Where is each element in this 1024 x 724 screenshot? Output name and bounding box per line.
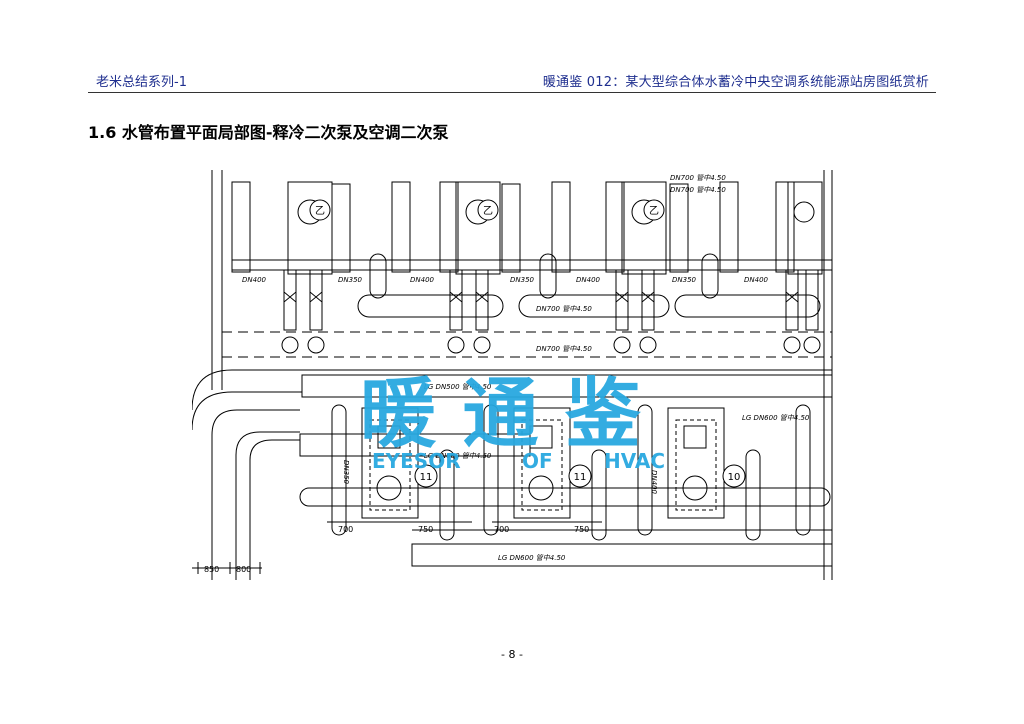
watermark-en1: EYESOR [372, 449, 461, 473]
dim-3: 700 [494, 525, 509, 534]
equipment-group-2 [439, 181, 571, 275]
label-dn350-c: DN350 [672, 276, 697, 284]
label-lg600-up: LG DN600 管中4.50 [424, 452, 492, 460]
watermark-en3: HVAC [604, 449, 665, 473]
header-rule [88, 92, 936, 93]
label-dn700-top2: DN700 管中4.50 [670, 186, 726, 194]
page-number: - 8 - [501, 648, 523, 661]
watermark-en2: OF [522, 449, 553, 473]
dim-2: 750 [418, 525, 433, 534]
label-v-dn400: DN400 [650, 470, 658, 495]
piping-plan-drawing: 乙 乙 乙 11 11 10 DN400 DN350 DN400 DN350 D… [192, 170, 834, 580]
dim-6: 800 [236, 565, 251, 574]
dim-1: 700 [338, 525, 353, 534]
label-dn400-c: DN400 [576, 276, 601, 284]
pump-bay-1 [361, 407, 419, 519]
pump-bay-3 [667, 407, 725, 519]
label-dn700-mid2: DN700 管中4.50 [536, 345, 592, 353]
pump-tag-1: 11 [420, 472, 433, 483]
header-left: 老米总结系列-1 [96, 75, 187, 90]
label-v-dn350: DN350 [342, 460, 350, 485]
label-dn700-mid1: DN700 管中4.50 [536, 305, 592, 313]
label-dn400-b: DN400 [410, 276, 435, 284]
label-lg600-bottom: LG DN600 管中4.50 [498, 554, 566, 562]
watermark: 暖 通 鉴 EYESOR OF HVAC [360, 369, 665, 473]
label-dn350-a: DN350 [338, 276, 363, 284]
header-right: 暖通鉴 012：某大型综合体水蓄冷中央空调系统能源站房图纸赏析 [542, 75, 929, 90]
pump-tag-3: 10 [728, 472, 741, 483]
label-dn400-d: DN400 [744, 276, 769, 284]
unit-tag-3: 乙 [649, 205, 659, 217]
pump-bay-2 [513, 407, 571, 519]
section-title: 1.6 水管布置平面局部图-释冷二次泵及空调二次泵 [88, 123, 449, 142]
label-dn350-b: DN350 [510, 276, 535, 284]
dim-4: 750 [574, 525, 589, 534]
unit-tag-2: 乙 [483, 205, 493, 217]
pump-tag-2: 11 [574, 472, 587, 483]
equipment-group-3 [605, 181, 739, 275]
dim-5: 850 [204, 565, 219, 574]
unit-tag-1: 乙 [315, 205, 325, 217]
watermark-cn: 暖 通 鉴 [360, 369, 642, 458]
label-dn400-a: DN400 [242, 276, 267, 284]
label-dn700-top1: DN700 管中4.50 [670, 174, 726, 182]
label-lg600-right: LG DN600 管中4.50 [742, 414, 810, 422]
equipment-group-4 [775, 181, 823, 275]
label-lg500: LG DN500 管中4.50 [424, 383, 492, 391]
